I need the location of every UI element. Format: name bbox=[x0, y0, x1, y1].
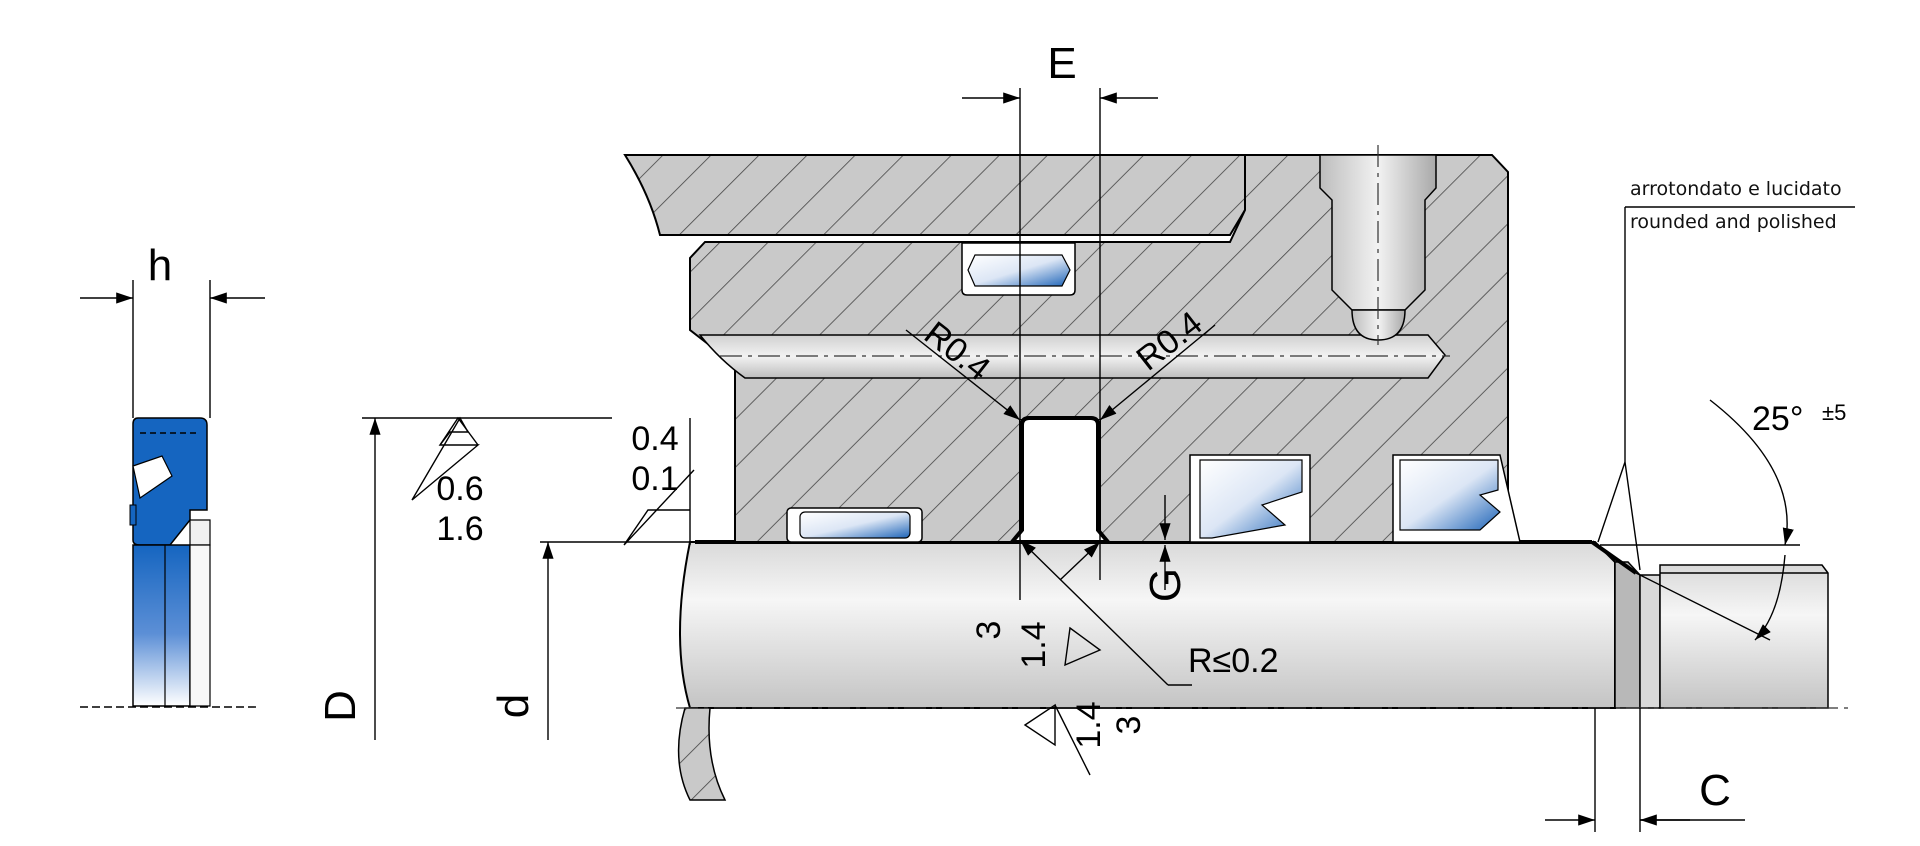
roughness-rod-val2: 3 bbox=[1110, 716, 1148, 735]
dimension-C: C bbox=[1545, 708, 1745, 832]
roughness-middle-val2: 0.1 bbox=[631, 460, 678, 498]
dim-label-h: h bbox=[148, 241, 172, 290]
port-groove bbox=[1007, 416, 1113, 544]
bore-channel bbox=[698, 334, 1450, 379]
roughness-groove-val1: 3 bbox=[970, 621, 1008, 640]
piston-rod bbox=[677, 540, 1829, 801]
groove-seal-right bbox=[1392, 454, 1521, 543]
dim-label-G: G bbox=[1141, 568, 1190, 602]
radius-R0.2: R≤0.2 bbox=[1019, 539, 1278, 686]
roughness-rod: 1.4 3 bbox=[1023, 701, 1148, 776]
roughness-housing-val2: 1.6 bbox=[436, 510, 483, 548]
roughness-rod-val1: 1.4 bbox=[1070, 701, 1108, 748]
dimension-D: D bbox=[316, 417, 612, 740]
angle-tolerance: ±5 bbox=[1822, 400, 1846, 425]
dimension-d: d bbox=[489, 541, 700, 740]
chamfer-note-italian: arrotondato e lucidato bbox=[1630, 178, 1842, 200]
chamfer-note: arrotondato e lucidato rounded and polis… bbox=[1597, 178, 1855, 571]
roughness-middle-val1: 0.4 bbox=[631, 420, 678, 458]
angle-label: 25° bbox=[1752, 400, 1803, 438]
groove-seal-middle bbox=[1189, 454, 1311, 543]
dim-label-D: D bbox=[316, 690, 365, 722]
dim-label-d: d bbox=[489, 694, 538, 718]
dim-label-E: E bbox=[1047, 39, 1076, 88]
roughness-middle: 0.4 0.1 bbox=[623, 418, 695, 546]
roughness-groove: 3 1.4 bbox=[970, 621, 1102, 669]
housing-top-plate bbox=[623, 154, 1246, 236]
wiper-seal-left bbox=[786, 507, 923, 543]
roughness-housing-val1: 0.6 bbox=[436, 470, 483, 508]
dimension-G: G bbox=[1141, 495, 1190, 602]
upper-oring bbox=[961, 242, 1076, 296]
dimension-h: h bbox=[80, 241, 265, 418]
plug-screw bbox=[1319, 145, 1437, 345]
chamfer-note-english: rounded and polished bbox=[1630, 211, 1837, 233]
radius-label-small: R≤0.2 bbox=[1188, 642, 1278, 680]
dimension-angle: 25° ±5 bbox=[1600, 399, 1846, 641]
dim-label-C: C bbox=[1699, 766, 1731, 815]
dimension-E: E bbox=[962, 39, 1158, 600]
roughness-housing: 0.6 1.6 bbox=[411, 416, 484, 548]
roughness-groove-val2: 1.4 bbox=[1015, 621, 1053, 668]
seal-profile bbox=[129, 417, 211, 707]
